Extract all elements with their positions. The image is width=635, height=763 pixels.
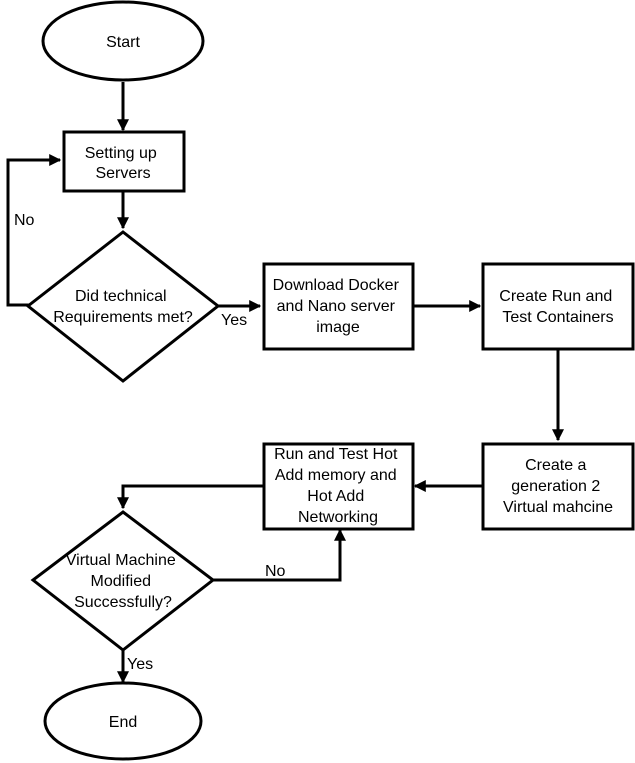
setup-servers-process [62,130,186,193]
download-process [262,262,415,351]
containers-process [481,262,635,351]
end-label: End [109,714,137,731]
req-no-edge-label: No [14,212,35,229]
requirements-decision-label: Did technical Requirements met? [53,288,193,326]
vm-no-edge-label: No [265,563,286,580]
edge-vm-no-to-hot-add [213,528,346,582]
start-terminal [41,0,205,82]
create-vm-label: Create a generation 2 Virtual mahcine [503,457,613,516]
hot-add-process [262,442,415,531]
edge-hot-add-to-vm-check [117,484,264,510]
vm-yes-edge-label: Yes [127,656,153,673]
start-label: Start [106,34,140,51]
setup-servers-label: Setting up Servers [85,145,162,182]
requirements-decision [25,230,221,383]
hot-add-label: Run and Test Hot Add memory and Hot Add … [274,446,402,526]
req-yes-edge-label: Yes [221,312,247,329]
download-label: Download Docker and Nano server image [273,277,404,336]
create-vm-process [481,442,635,531]
end-terminal [43,681,203,761]
vm-modified-decision [30,510,216,652]
edge-req-no-loop [6,154,62,307]
vm-modified-decision-label: Virtual Machine Modified Successfully? [66,552,180,611]
containers-label: Create Run and Test Containers [499,288,616,326]
